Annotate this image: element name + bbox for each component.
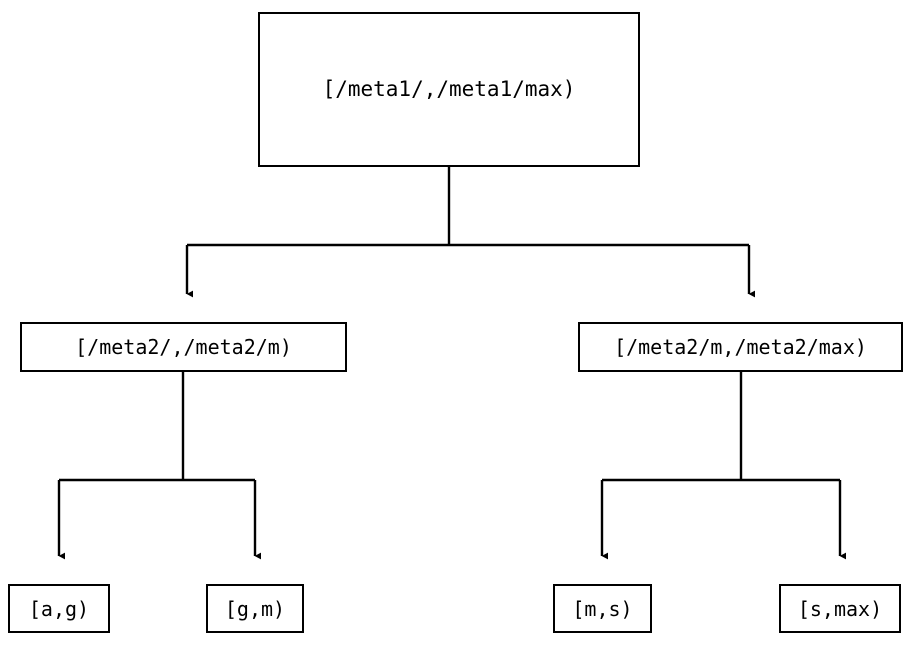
tree-node-meta2-low-label: [/meta2/,/meta2/m) <box>75 335 292 359</box>
edge-meta2low-to-leaves <box>57 372 262 560</box>
tree-node-root[interactable]: [/meta1/,/meta1/max) <box>258 12 640 167</box>
tree-node-leaf-ag[interactable]: [a,g) <box>8 584 110 633</box>
tree-node-leaf-gm[interactable]: [g,m) <box>206 584 304 633</box>
tree-node-leaf-ms-label: [m,s) <box>572 596 633 621</box>
tree-node-leaf-gm-label: [g,m) <box>224 596 286 621</box>
tree-node-leaf-ag-label: [a,g) <box>28 596 90 621</box>
tree-node-leaf-smax[interactable]: [s,max) <box>779 584 901 633</box>
tree-node-meta2-high[interactable]: [/meta2/m,/meta2/max) <box>578 322 903 372</box>
tree-node-leaf-ms[interactable]: [m,s) <box>553 584 652 633</box>
tree-node-root-label: [/meta1/,/meta1/max) <box>322 77 576 101</box>
edge-root-to-level1 <box>185 167 756 298</box>
tree-node-meta2-low[interactable]: [/meta2/,/meta2/m) <box>20 322 347 372</box>
edge-meta2high-to-leaves <box>600 372 847 560</box>
tree-node-leaf-smax-label: [s,max) <box>797 596 883 621</box>
tree-node-meta2-high-label: [/meta2/m,/meta2/max) <box>614 335 867 359</box>
